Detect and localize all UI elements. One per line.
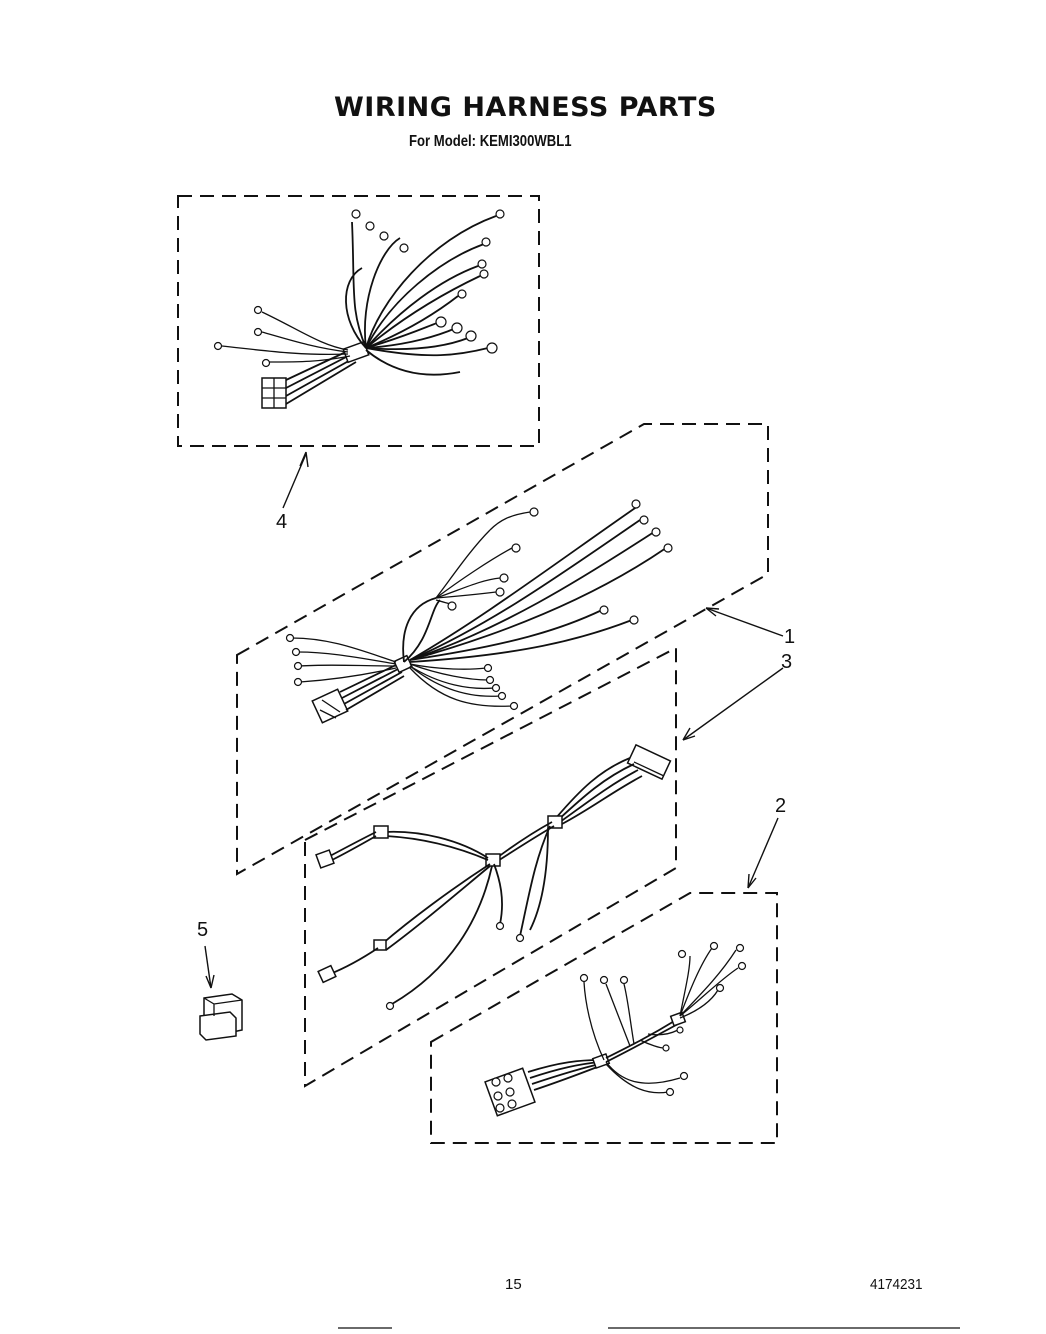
page-number: 15 xyxy=(505,1276,522,1293)
part-3-connector xyxy=(626,743,672,781)
callout-1: 1 xyxy=(784,626,795,648)
leader-4 xyxy=(282,453,307,509)
part-5-connector-block xyxy=(199,993,243,1041)
document-number: 4174231 xyxy=(870,1276,923,1293)
leader-1 xyxy=(705,607,784,637)
leader-2 xyxy=(747,817,779,889)
leader-4-arrowhead xyxy=(299,451,309,468)
part-4-outline xyxy=(177,195,540,447)
leader-5-arrowhead xyxy=(205,974,215,989)
leader-3-arrowhead xyxy=(682,727,696,741)
part-1-connector xyxy=(311,688,349,724)
leader-5 xyxy=(204,945,212,989)
harness-part-1 xyxy=(236,423,769,876)
part-3-sleeve-right xyxy=(547,815,563,829)
leader-3 xyxy=(682,667,784,741)
part-2-outline xyxy=(430,892,778,1144)
harness-part-2 xyxy=(430,892,778,1144)
harness-part-4 xyxy=(177,195,540,447)
page-title: WIRING HARNESS PARTS xyxy=(334,92,717,123)
harness-part-3 xyxy=(304,646,677,1088)
part-3-outline xyxy=(304,646,677,1088)
part-4-connector xyxy=(261,349,357,409)
part-3-end-terminal xyxy=(317,964,337,984)
part-2-connector xyxy=(484,1067,536,1117)
part-3-splice xyxy=(373,939,387,951)
leader-2-arrowhead xyxy=(747,873,757,889)
part-2-sleeve-left xyxy=(591,1052,611,1070)
callout-3: 3 xyxy=(781,651,792,673)
model-subtitle: For Model: KEMI300WBL1 xyxy=(409,133,572,150)
callout-4: 4 xyxy=(276,511,287,533)
part-3-terminal-block xyxy=(315,849,335,869)
leader-1-arrowhead xyxy=(705,607,720,617)
part-1-outline xyxy=(236,423,769,876)
callout-5: 5 xyxy=(197,919,208,941)
callout-2: 2 xyxy=(775,795,786,817)
